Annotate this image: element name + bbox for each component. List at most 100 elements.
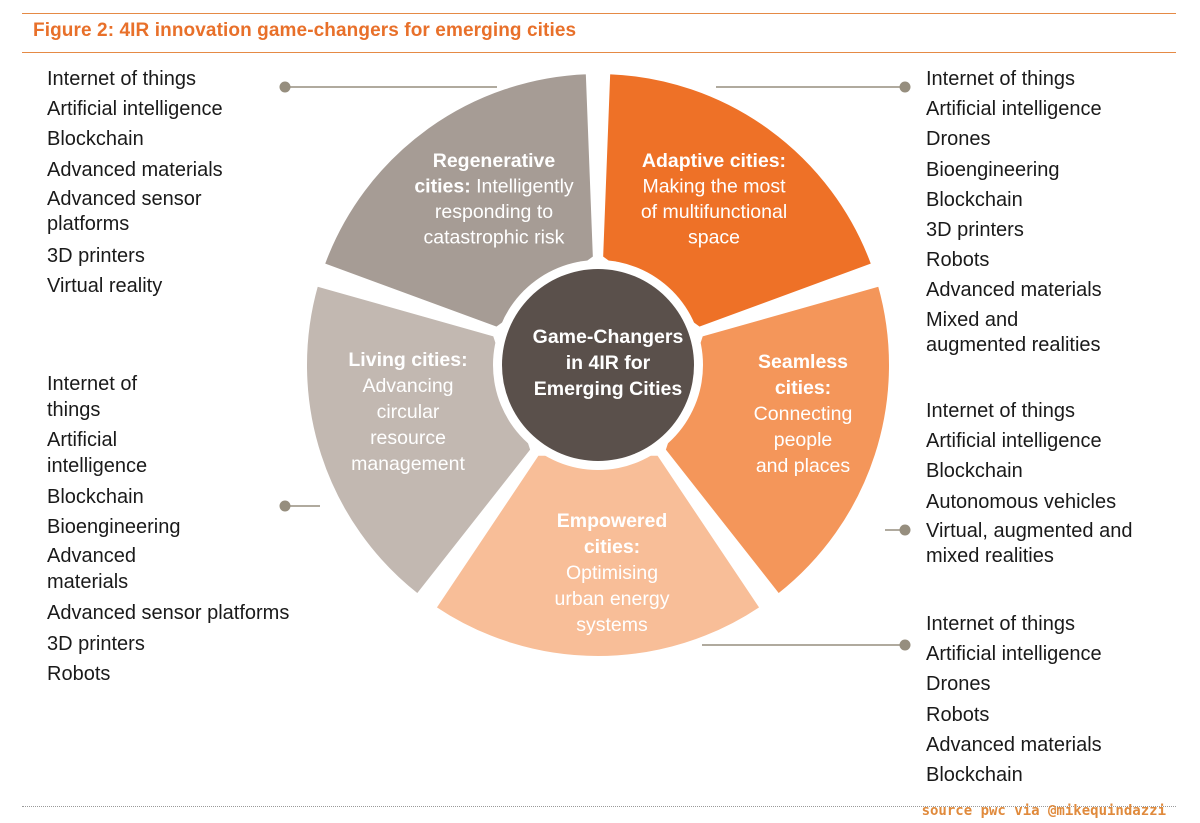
tech-item: 3D printers bbox=[47, 244, 145, 267]
segment-label-empowered: Empowered cities: Optimising urban energy sy… bbox=[555, 510, 670, 636]
segment-label-line: Advancing bbox=[362, 375, 453, 397]
tech-item: Artificial intelligence bbox=[926, 430, 1102, 453]
segment-label-run: and places bbox=[756, 455, 851, 477]
tech-item: Internet of things bbox=[47, 68, 196, 90]
segment-label-run: resource bbox=[370, 427, 446, 449]
segment-label-run: cities: bbox=[414, 176, 470, 198]
tech-item: Advanced materials bbox=[926, 733, 1102, 756]
tech-item: Blockchain bbox=[47, 486, 144, 508]
tech-item: Blockchain bbox=[926, 188, 1023, 211]
segment-label-line: cities: bbox=[584, 536, 640, 558]
segment-label-line: catastrophic risk bbox=[424, 227, 565, 249]
segment-label-run: Adaptive cities: bbox=[642, 150, 786, 172]
segment-label-run: Intelligently bbox=[471, 176, 574, 198]
connector-dot-seamless bbox=[899, 524, 911, 536]
segment-label-run: Connecting bbox=[754, 403, 853, 425]
segment-label-seamless: Seamless cities: Connecting people and place… bbox=[754, 351, 853, 477]
segment-living bbox=[305, 284, 533, 596]
segment-label-line: systems bbox=[576, 614, 648, 636]
segment-label-run: management bbox=[351, 453, 465, 475]
segment-label-line: management bbox=[351, 453, 465, 475]
tech-item: Bioengineering bbox=[926, 158, 1060, 181]
tech-item: Artificial intelligence bbox=[47, 98, 223, 121]
hub-label-line: in 4IR for bbox=[566, 352, 651, 374]
tech-item: Robots bbox=[926, 249, 990, 272]
segment-label-run: Making the most bbox=[642, 176, 786, 198]
segment-label-run: of multifunctional bbox=[641, 201, 787, 223]
tech-item: Artificial intelligence bbox=[926, 98, 1102, 121]
segment-label-line: Connecting bbox=[754, 403, 853, 425]
segment-label-line: and places bbox=[756, 455, 851, 477]
segment-label-line: Living cities: bbox=[348, 349, 467, 371]
figure-title: Figure 2: 4IR innovation game-changers f… bbox=[33, 20, 577, 41]
tech-item: Mixed and augmented realities bbox=[926, 308, 1101, 357]
tech-item: Bioengineering bbox=[47, 516, 181, 539]
segment-label-run: urban energy bbox=[555, 588, 670, 610]
segment-label-line: cities: bbox=[775, 377, 831, 399]
tech-item: 3D printers bbox=[47, 632, 145, 655]
hub-label-line: Game-Changers bbox=[533, 326, 684, 348]
connector-dot-empowered bbox=[899, 639, 911, 651]
connector-dot-living bbox=[279, 500, 291, 512]
tech-item: Advanced sensor platforms bbox=[47, 602, 290, 625]
segment-label-line: responding to bbox=[435, 201, 553, 223]
tech-item: Artificial intelligence bbox=[47, 429, 148, 477]
segment-label-run: Advancing bbox=[362, 375, 453, 397]
segment-label-adaptive: Adaptive cities: Making the most of multif… bbox=[641, 150, 787, 249]
segment-regenerative bbox=[322, 72, 595, 329]
tech-item: Internet of things bbox=[926, 68, 1075, 90]
segment-label-run: people bbox=[774, 429, 833, 451]
segment-label-line: Optimising bbox=[566, 562, 658, 584]
segment-label-run: cities: bbox=[775, 377, 831, 399]
segment-label-run: space bbox=[688, 227, 740, 249]
tech-item: Autonomous vehicles bbox=[926, 490, 1117, 513]
title-bottom-rule bbox=[22, 52, 1176, 53]
hub-circle bbox=[502, 269, 694, 461]
tech-item: Drones bbox=[926, 128, 991, 151]
tech-item: Internet of things bbox=[926, 400, 1075, 422]
segment-seamless bbox=[663, 284, 891, 596]
segment-empowered bbox=[434, 453, 762, 658]
segment-label-line: resource bbox=[370, 427, 446, 449]
tech-item: Blockchain bbox=[926, 764, 1023, 787]
segment-label-run: systems bbox=[576, 614, 648, 636]
tech-item: Drones bbox=[926, 673, 991, 696]
segment-label-run: cities: bbox=[584, 536, 640, 558]
segment-label-line: Making the most bbox=[642, 176, 786, 198]
segment-label-run: responding to bbox=[435, 201, 553, 223]
tech-item: Robots bbox=[926, 703, 990, 726]
footer-rule bbox=[22, 806, 1176, 807]
segment-label-run: Living cities: bbox=[348, 349, 467, 371]
title-top-rule bbox=[22, 13, 1176, 14]
hub-label-line: Emerging Cities bbox=[534, 378, 683, 400]
segment-label-line: of multifunctional bbox=[641, 201, 787, 223]
tech-item: Artificial intelligence bbox=[926, 643, 1102, 666]
segment-label-run: catastrophic risk bbox=[424, 227, 565, 249]
tech-item: Internet of things bbox=[926, 613, 1075, 635]
segment-label-line: Seamless bbox=[758, 351, 848, 373]
connector-dot-regenerative bbox=[279, 81, 291, 93]
segment-label-run: Seamless bbox=[758, 351, 848, 373]
segment-adaptive bbox=[601, 72, 874, 329]
segment-label-line: urban energy bbox=[555, 588, 670, 610]
tech-item: Robots bbox=[47, 662, 111, 685]
tech-item: Advanced sensor platforms bbox=[47, 187, 202, 236]
segment-label-line: Regenerative bbox=[433, 150, 556, 172]
tech-item: 3D printers bbox=[926, 219, 1024, 242]
segment-label-line: Adaptive cities: bbox=[642, 150, 786, 172]
tech-item: Blockchain bbox=[926, 460, 1023, 483]
segment-label-run: Empowered bbox=[557, 510, 668, 532]
tech-item: Virtual reality bbox=[47, 275, 163, 298]
tech-item: Virtual, augmented and mixed realities bbox=[926, 519, 1133, 568]
segment-label-line: people bbox=[774, 429, 833, 451]
tech-item: Advanced materials bbox=[47, 545, 136, 593]
segment-label-run: Regenerative bbox=[433, 150, 556, 172]
